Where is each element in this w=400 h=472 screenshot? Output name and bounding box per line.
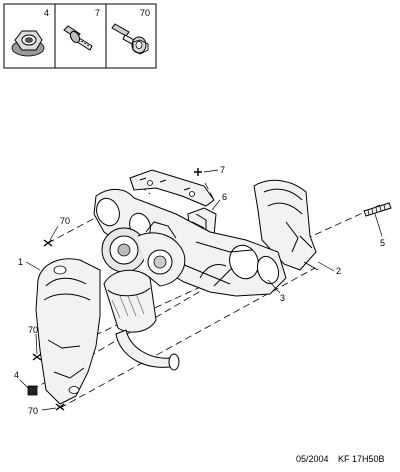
svg-text:6: 6 xyxy=(222,192,227,202)
part-7-upper-bracket[interactable] xyxy=(129,169,215,207)
svg-text:7: 7 xyxy=(220,165,225,175)
svg-text:70: 70 xyxy=(60,216,70,226)
svg-text:1: 1 xyxy=(18,257,23,267)
thumbnail-70[interactable]: 70 xyxy=(111,8,150,55)
part-4-nut[interactable] xyxy=(27,385,38,396)
thumbnail-7[interactable]: 7 xyxy=(63,8,100,51)
part-2-heat-shield[interactable] xyxy=(253,179,319,271)
callout-3[interactable]: 3 xyxy=(267,279,285,303)
callout-1[interactable]: 1 xyxy=(18,257,41,271)
callout-70-bottom[interactable]: 70 xyxy=(28,406,57,416)
thumbnail-70-number: 70 xyxy=(140,8,150,18)
callout-70-top[interactable]: 70 xyxy=(49,216,70,241)
svg-text:4: 4 xyxy=(14,370,19,380)
catalytic-converter[interactable] xyxy=(103,269,180,371)
callout-7[interactable]: 7 xyxy=(203,165,225,175)
footer-reference: KF 17H50B xyxy=(338,454,385,464)
part-5-stud[interactable] xyxy=(363,202,392,217)
footer-date: 05/2004 xyxy=(296,454,329,464)
callout-2[interactable]: 2 xyxy=(317,261,341,276)
callout-70-middle[interactable]: 70 xyxy=(28,325,38,355)
footer: 05/2004 KF 17H50B xyxy=(296,454,385,464)
callouts: 1 2 3 4 5 6 7 70 xyxy=(14,165,385,416)
svg-text:70: 70 xyxy=(28,325,38,335)
flange-bolt-icon xyxy=(63,25,93,51)
thumbnail-7-number: 7 xyxy=(95,8,100,18)
turbocharger[interactable] xyxy=(101,221,186,287)
callout-4[interactable]: 4 xyxy=(14,370,29,389)
hex-flange-nut-icon xyxy=(11,30,45,57)
bolt-with-washer-icon xyxy=(111,23,149,55)
fastener-marks xyxy=(32,168,202,411)
callout-5[interactable]: 5 xyxy=(374,213,385,248)
callout-6[interactable]: 6 xyxy=(211,192,227,211)
thumbnail-strip: 4 7 70 xyxy=(3,3,157,69)
svg-text:70: 70 xyxy=(28,406,38,416)
svg-text:5: 5 xyxy=(380,238,385,248)
part-1-heat-shield[interactable] xyxy=(35,258,101,405)
svg-text:3: 3 xyxy=(280,293,285,303)
svg-text:2: 2 xyxy=(336,266,341,276)
thumbnail-4-number: 4 xyxy=(44,8,49,18)
thumbnail-4[interactable]: 4 xyxy=(11,8,49,57)
